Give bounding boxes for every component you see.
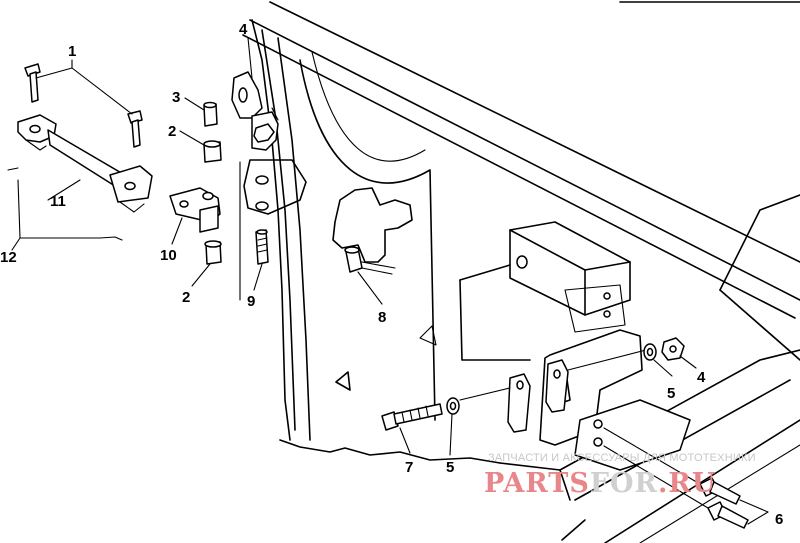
bolts-left [255,229,396,275]
bolts-right [381,337,749,529]
callout-12: 12 [0,249,17,266]
callout-5-right: 5 [667,385,675,402]
callout-2-upper: 2 [168,123,176,140]
callout-1: 1 [68,43,76,60]
watermark-tagline: ЗАПЧАСТИ И АКСЕССУАРЫ ДЛЯ МОТОТЕХНИКИ [488,452,756,464]
callout-9: 9 [247,293,255,310]
callout-3: 3 [172,89,180,106]
pivot-bracket [169,187,221,233]
hinge-bracket [231,71,307,301]
callout-5-lower: 5 [446,459,454,476]
callout-4-right: 4 [697,369,706,386]
watermark: ЗАПЧАСТИ И АКСЕССУАРЫ ДЛЯ МОТОТЕХНИКИ PA… [484,452,756,499]
bushings [203,101,222,265]
callout-11: 11 [50,193,66,210]
leader-lines [11,37,769,525]
callout-6: 6 [775,511,783,528]
callout-7: 7 [405,459,413,476]
callout-10: 10 [160,247,177,264]
watermark-logo: PARTSFOR.RU [484,468,716,499]
callout-8: 8 [378,309,386,326]
linkage-arm [7,63,153,241]
callout-4-upper: 4 [239,21,248,38]
callout-2-lower: 2 [182,289,190,306]
callout-labels: 1 2 2 3 4 4 5 5 6 7 8 9 10 11 12 [0,21,783,528]
